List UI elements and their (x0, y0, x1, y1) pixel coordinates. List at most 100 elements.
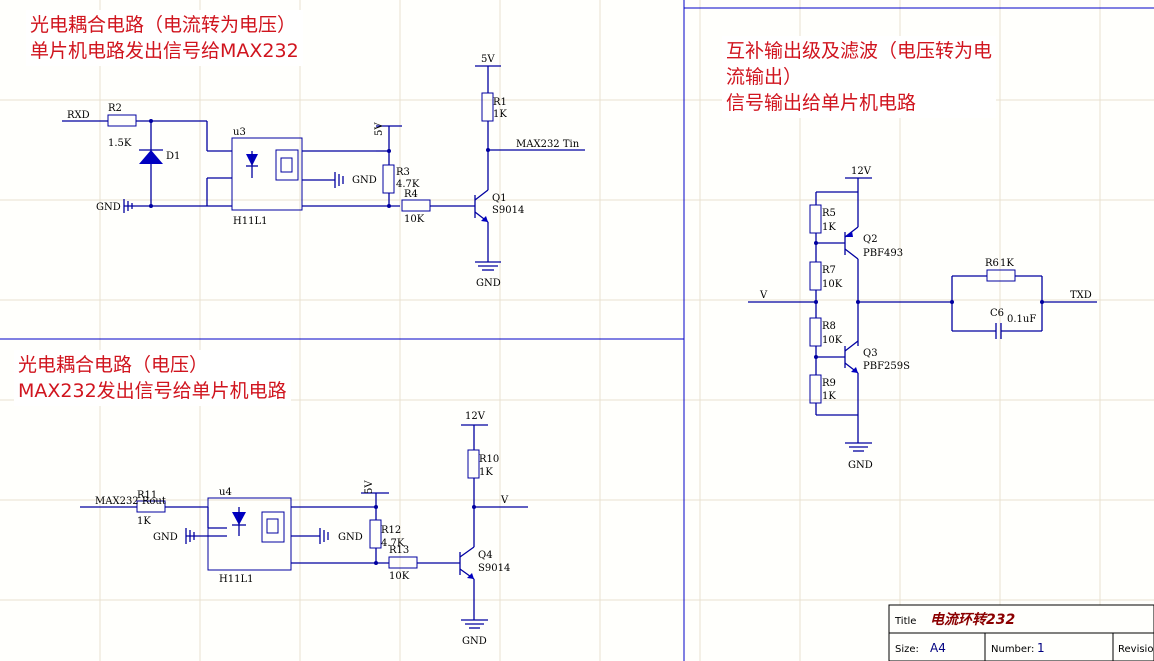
transistor-q1-icon (481, 216, 488, 222)
resistor-r6 (986, 269, 1016, 282)
label-r12: R12 (381, 525, 401, 536)
value-c6: 0.1uF (1007, 314, 1036, 325)
size-label: Size: (895, 644, 919, 655)
value-r13: 10K (389, 571, 410, 582)
resistor-r7 (809, 261, 822, 291)
label-vcc: 5V (481, 54, 495, 65)
gnd-label: GND (352, 175, 377, 186)
gnd-label: GND (476, 278, 501, 289)
value-r1: 1K (493, 109, 507, 120)
ground-icon (475, 261, 501, 271)
net-label-rxd: RXD (67, 110, 90, 121)
label-vcc: 12V (465, 411, 486, 422)
resistor-r13 (388, 556, 418, 569)
label-r5: R5 (822, 208, 836, 219)
ground-icon (461, 619, 488, 629)
label-r6: R6 (985, 258, 999, 269)
part-q1: S9014 (492, 205, 524, 216)
number-label: Number: (991, 644, 1034, 655)
transistor-q3-icon (851, 367, 858, 373)
label-d1: D1 (166, 151, 180, 162)
title-label: Title (894, 616, 916, 627)
value-r3: 4.7K (396, 179, 420, 190)
part-u4: H11L1 (219, 574, 253, 585)
value-r8: 10K (822, 335, 843, 346)
resistor-r9 (809, 374, 822, 404)
gnd-label: GND (153, 532, 178, 543)
label-q2: Q2 (863, 234, 878, 245)
label-r8: R8 (822, 321, 836, 332)
title-block (888, 604, 1154, 661)
label-r7: R7 (822, 265, 836, 276)
ground-icon (845, 442, 872, 452)
optocoupler-u4 (207, 497, 292, 571)
ground-icon (319, 528, 329, 544)
label-r1: R1 (493, 97, 507, 108)
part-q2: PBF493 (863, 248, 903, 259)
part-u3: H11L1 (233, 216, 267, 227)
value-r7: 10K (822, 279, 843, 290)
size-value: A4 (930, 641, 946, 655)
label-c6: C6 (990, 308, 1004, 319)
gnd-label: GND (462, 636, 487, 647)
net-label-v: V (759, 290, 768, 301)
resistor-r1 (481, 92, 494, 122)
label-q4: Q4 (478, 550, 493, 561)
circuit3 (748, 177, 1097, 452)
part-q4: S9014 (478, 563, 510, 574)
resistor-r3 (382, 164, 395, 194)
net-label-rout: MAX232 Rout (95, 496, 166, 507)
transistor-q2-icon (845, 231, 853, 237)
diode-d1-icon (139, 150, 163, 164)
net-label-v: V (500, 495, 509, 506)
circuit2 (80, 424, 528, 629)
net-label-txd: TXD (1070, 290, 1092, 301)
value-r11: 1K (137, 516, 151, 527)
label-5v: 5V (364, 480, 375, 494)
annotation-circuit1: 光电耦合电路（电流转为电压） 单片机电路发出信号给MAX232 (26, 10, 303, 66)
transistor-q4-icon (467, 573, 474, 579)
resistor-r4 (401, 199, 431, 212)
label-u4: u4 (219, 487, 232, 498)
ground-icon (185, 528, 195, 544)
optocoupler-u3 (231, 137, 303, 211)
resistor-r2 (107, 114, 137, 127)
value-r5: 1K (822, 222, 836, 233)
value-r10: 1K (479, 467, 493, 478)
label-r4: R4 (404, 189, 418, 200)
label-u3: u3 (233, 127, 246, 138)
label-r13: R13 (389, 545, 409, 556)
label-r2: R2 (108, 103, 122, 114)
annotation-circuit2: 光电耦合电路（电压） MAX232发出信号给单片机电路 (14, 350, 291, 406)
resistor-r10 (467, 449, 480, 479)
value-r2: 1.5K (108, 138, 132, 149)
label-r10: R10 (479, 454, 499, 465)
label-5v: 5V (374, 122, 385, 136)
revision-label: Revision: (1118, 644, 1154, 655)
part-q3: PBF259S (863, 361, 910, 372)
ground-icon (334, 172, 344, 188)
value-r4: 10K (404, 214, 425, 225)
annotation-circuit3: 互补输出级及滤波（电压转为电 流输出） 信号输出给单片机电路 (722, 36, 997, 118)
label-r11: R11 (137, 490, 157, 501)
label-q1: Q1 (492, 193, 507, 204)
net-label-tin: MAX232 Tin (516, 139, 580, 150)
gnd-label: GND (848, 460, 873, 471)
resistor-r8 (809, 317, 822, 347)
number-value: 1 (1037, 641, 1045, 655)
circuit1 (62, 65, 585, 271)
label-q3: Q3 (863, 348, 878, 359)
label-vcc: 12V (851, 166, 872, 177)
drawing-title: 电流环转232 (930, 611, 1015, 628)
ground-icon (123, 199, 133, 213)
label-r3: R3 (396, 167, 410, 178)
value-r9: 1K (822, 391, 836, 402)
gnd-label: GND (96, 202, 121, 213)
value-r6: 1K (1000, 258, 1014, 269)
gnd-label: GND (338, 532, 363, 543)
resistor-r12 (369, 519, 382, 549)
resistor-r5 (809, 204, 822, 234)
label-r9: R9 (822, 378, 836, 389)
